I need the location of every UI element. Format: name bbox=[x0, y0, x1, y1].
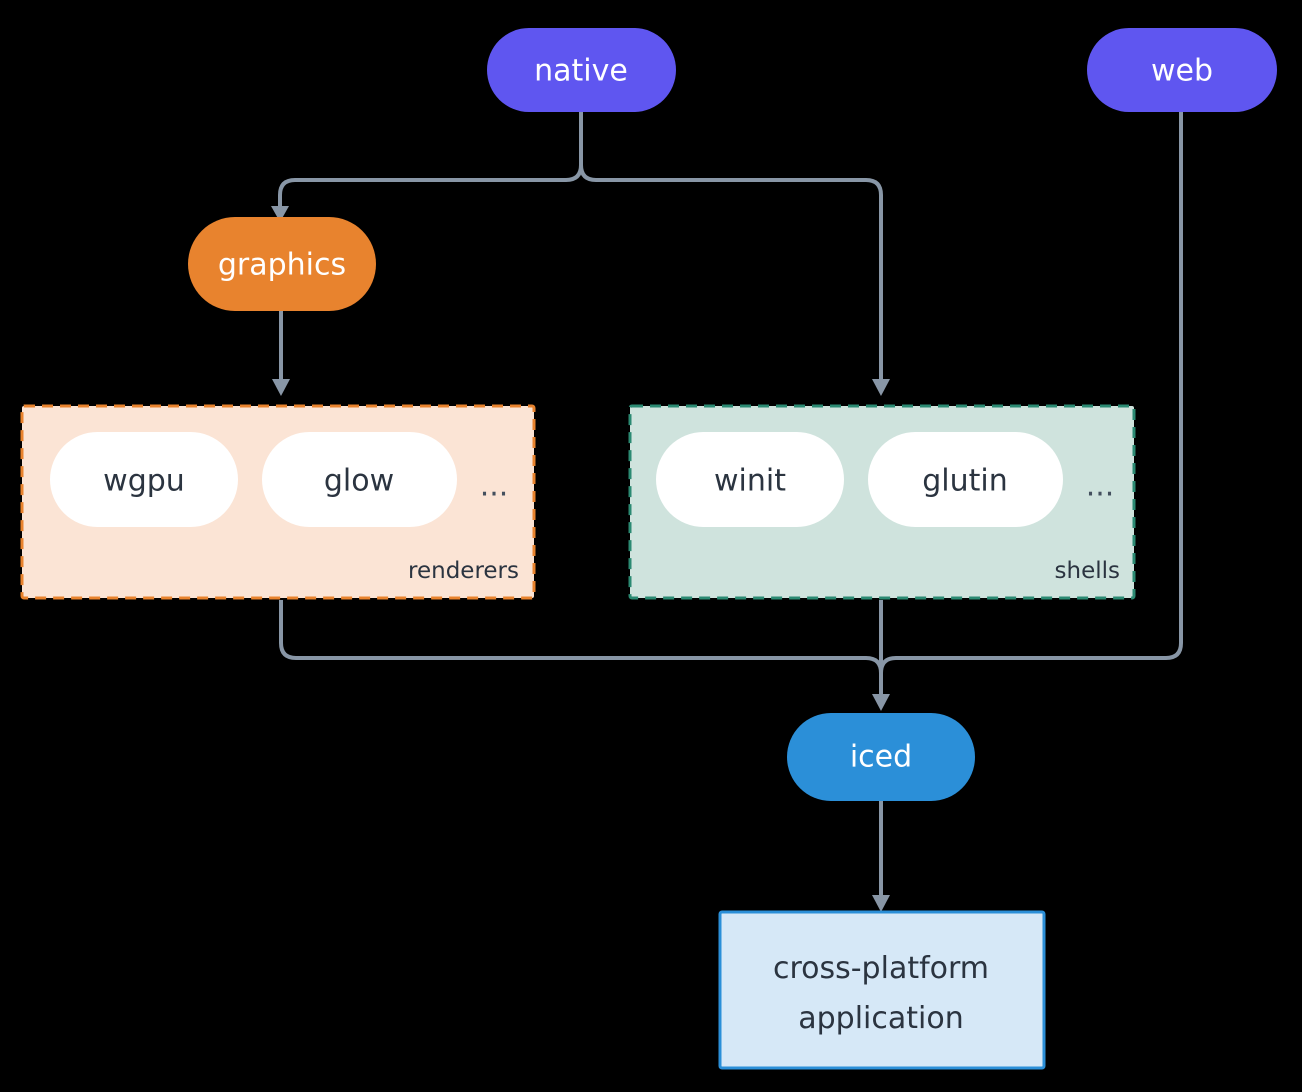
node-web[interactable]: web bbox=[1087, 28, 1277, 112]
node-iced-shape bbox=[787, 713, 975, 801]
node-iced-label: iced bbox=[850, 740, 912, 775]
node-iced[interactable]: iced bbox=[787, 713, 975, 801]
shells-item-winit-label: winit bbox=[714, 464, 786, 499]
shells-item-glutin-label: glutin bbox=[922, 464, 1008, 499]
group-renderers: wgpu glow ... renderers bbox=[20, 404, 536, 600]
renderers-item-wgpu-label: wgpu bbox=[103, 464, 185, 499]
edge-renderers-to-iced bbox=[279, 600, 883, 695]
arrowhead-iced-to-application bbox=[872, 895, 890, 912]
renderers-item-wgpu[interactable] bbox=[50, 432, 238, 527]
group-shells: winit glutin ... shells bbox=[628, 404, 1136, 600]
renderers-more-ellipsis: ... bbox=[480, 469, 509, 504]
renderers-caption: renderers bbox=[408, 558, 519, 584]
node-application-label-line1: cross-platform bbox=[773, 951, 989, 986]
node-application-shape bbox=[718, 910, 1046, 1070]
arrowhead-graphics-to-renderers bbox=[272, 379, 290, 396]
node-graphics[interactable]: graphics bbox=[188, 217, 376, 311]
renderers-item-glow-label: glow bbox=[324, 464, 394, 499]
arrowhead-native-to-graphics bbox=[271, 206, 289, 222]
edge-native-to-graphics bbox=[278, 112, 583, 207]
node-graphics-label: graphics bbox=[218, 248, 346, 283]
node-native[interactable]: native bbox=[487, 28, 676, 112]
shells-item-winit[interactable] bbox=[656, 432, 844, 527]
arrowhead-native-to-shells bbox=[872, 379, 890, 396]
node-application-label-line2: application bbox=[798, 1001, 963, 1036]
shells-item-glutin[interactable] bbox=[868, 432, 1063, 527]
renderers-item-glow[interactable] bbox=[262, 432, 457, 527]
node-web-shape bbox=[1087, 28, 1277, 112]
shells-more-ellipsis: ... bbox=[1086, 469, 1115, 504]
arrowhead-merge-to-iced bbox=[872, 694, 890, 711]
node-application[interactable]: cross-platform application bbox=[718, 910, 1046, 1070]
edge-native-to-shells bbox=[579, 112, 883, 380]
node-native-label: native bbox=[534, 54, 628, 89]
node-web-label: web bbox=[1151, 54, 1213, 89]
node-native-shape bbox=[487, 28, 676, 112]
node-graphics-shape bbox=[188, 217, 376, 311]
edge-web-to-iced bbox=[879, 112, 1183, 695]
shells-caption: shells bbox=[1055, 558, 1120, 584]
connector-layer bbox=[271, 112, 1183, 912]
